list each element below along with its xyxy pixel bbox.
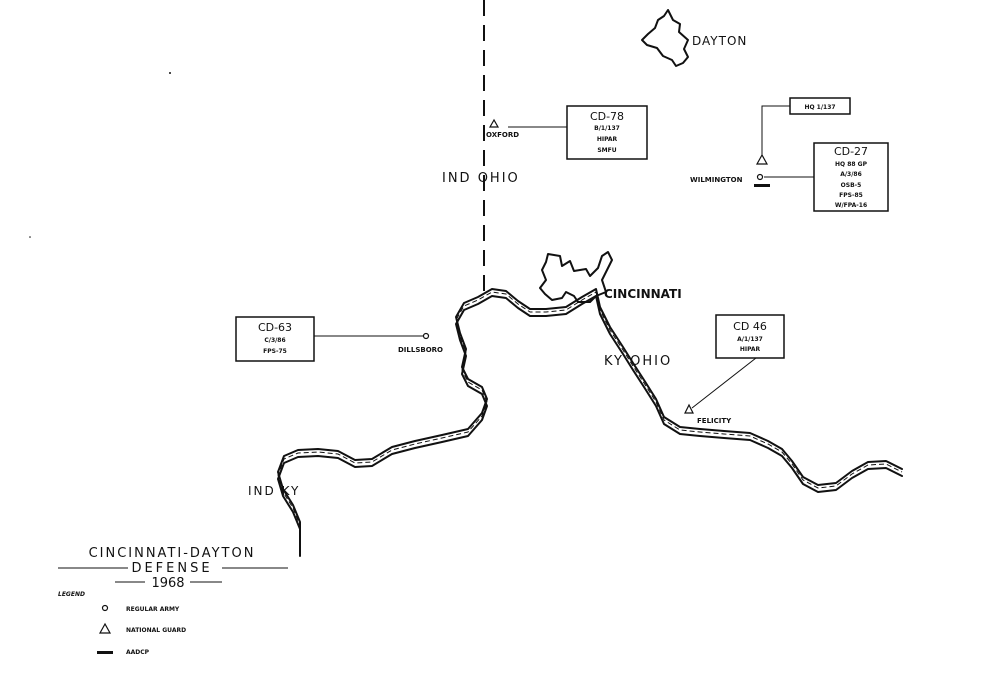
- legend-heading: LEGEND: [58, 591, 85, 598]
- cd-27-line-4: FPS-85: [839, 192, 863, 199]
- legend-national-guard-triangle-icon: [98, 622, 112, 634]
- title-line-2: DEFENSE: [131, 561, 212, 576]
- site-oxford: OXFORD CD-78 B/1/137 HIPAR SMFU: [486, 105, 648, 160]
- legend-regular-army-circle-icon: [101, 604, 109, 612]
- cd-63-line-2: FPS-75: [263, 348, 287, 355]
- site-wilmington: HQ 1/137 WILMINGTON CD-27 HQ 88 GP A/3/8…: [690, 97, 889, 212]
- legend: LEGEND REGULAR ARMY NATIONAL GUARD AADCP: [58, 591, 186, 656]
- national-guard-triangle-icon: [684, 403, 694, 414]
- cd-46-line-2: HIPAR: [740, 346, 761, 353]
- cd-63-line-1: C/3/86: [264, 337, 285, 344]
- ky-ohio-border-label: KY OHIO: [604, 354, 672, 369]
- title-year: 1968: [151, 576, 184, 591]
- speck-mark: [169, 72, 171, 74]
- aadcp-bar-icon: [754, 184, 770, 187]
- ind-ohio-border-label: IND OHIO: [442, 171, 520, 186]
- dayton-label: DAYTON: [692, 34, 747, 48]
- legend-label-aadcp: AADCP: [126, 649, 150, 656]
- cd-46-box: [715, 314, 785, 359]
- cincinnati-city-outline: [539, 251, 613, 303]
- oxford-label: OXFORD: [486, 131, 519, 139]
- felicity-label: FELICITY: [697, 417, 732, 425]
- wilmington-label: WILMINGTON: [690, 176, 743, 184]
- cd-78-line-1: B/1/137: [594, 125, 620, 132]
- regular-army-circle-icon: [422, 332, 430, 340]
- cd-63-box: [235, 316, 315, 362]
- ind-ky-border-label: IND KY: [248, 484, 300, 498]
- hq-leader-line: [761, 105, 790, 155]
- ohio-river: [277, 288, 903, 557]
- cincinnati-label: CINCINNATI: [604, 287, 682, 301]
- cd-27-box: [813, 142, 889, 212]
- cd-78-title: CD-78: [590, 110, 624, 123]
- cd-27-line-1: HQ 88 GP: [835, 161, 868, 168]
- cd-27-line-2: A/3/86: [840, 171, 862, 178]
- cd-78-line-2: HIPAR: [597, 136, 618, 143]
- cd-46-line-1: A/1/137: [737, 336, 763, 343]
- dillsboro-label: DILLSBORO: [398, 346, 443, 354]
- site-dillsboro: CD-63 C/3/86 FPS-75 DILLSBORO: [235, 316, 443, 362]
- title-block: CINCINNATI-DAYTON DEFENSE 1968: [58, 546, 288, 591]
- national-guard-triangle-icon: [755, 153, 769, 165]
- cd-27-line-3: OSB-5: [841, 182, 862, 189]
- hq-1-137-label: HQ 1/137: [804, 104, 835, 111]
- felicity-leader-line: [691, 357, 757, 409]
- regular-army-circle-icon: [756, 173, 764, 181]
- legend-label-regular-army: REGULAR ARMY: [126, 606, 180, 613]
- speck-mark: [29, 236, 31, 238]
- legend-aadcp-bar-icon: [97, 651, 113, 654]
- cd-46-title: CD 46: [733, 320, 767, 333]
- dayton-city-outline: [641, 9, 689, 67]
- national-guard-triangle-icon: [488, 118, 500, 128]
- title-line-1: CINCINNATI-DAYTON: [89, 546, 256, 561]
- site-felicity: CD 46 A/1/137 HIPAR FELICITY: [684, 314, 785, 425]
- cd-78-box: [566, 105, 648, 160]
- cd-63-title: CD-63: [258, 321, 292, 334]
- cd-78-line-3: SMFU: [597, 147, 616, 154]
- legend-label-national-guard: NATIONAL GUARD: [126, 627, 186, 634]
- cd-27-title: CD-27: [834, 145, 868, 158]
- cd-27-line-5: W/FPA-16: [835, 202, 867, 209]
